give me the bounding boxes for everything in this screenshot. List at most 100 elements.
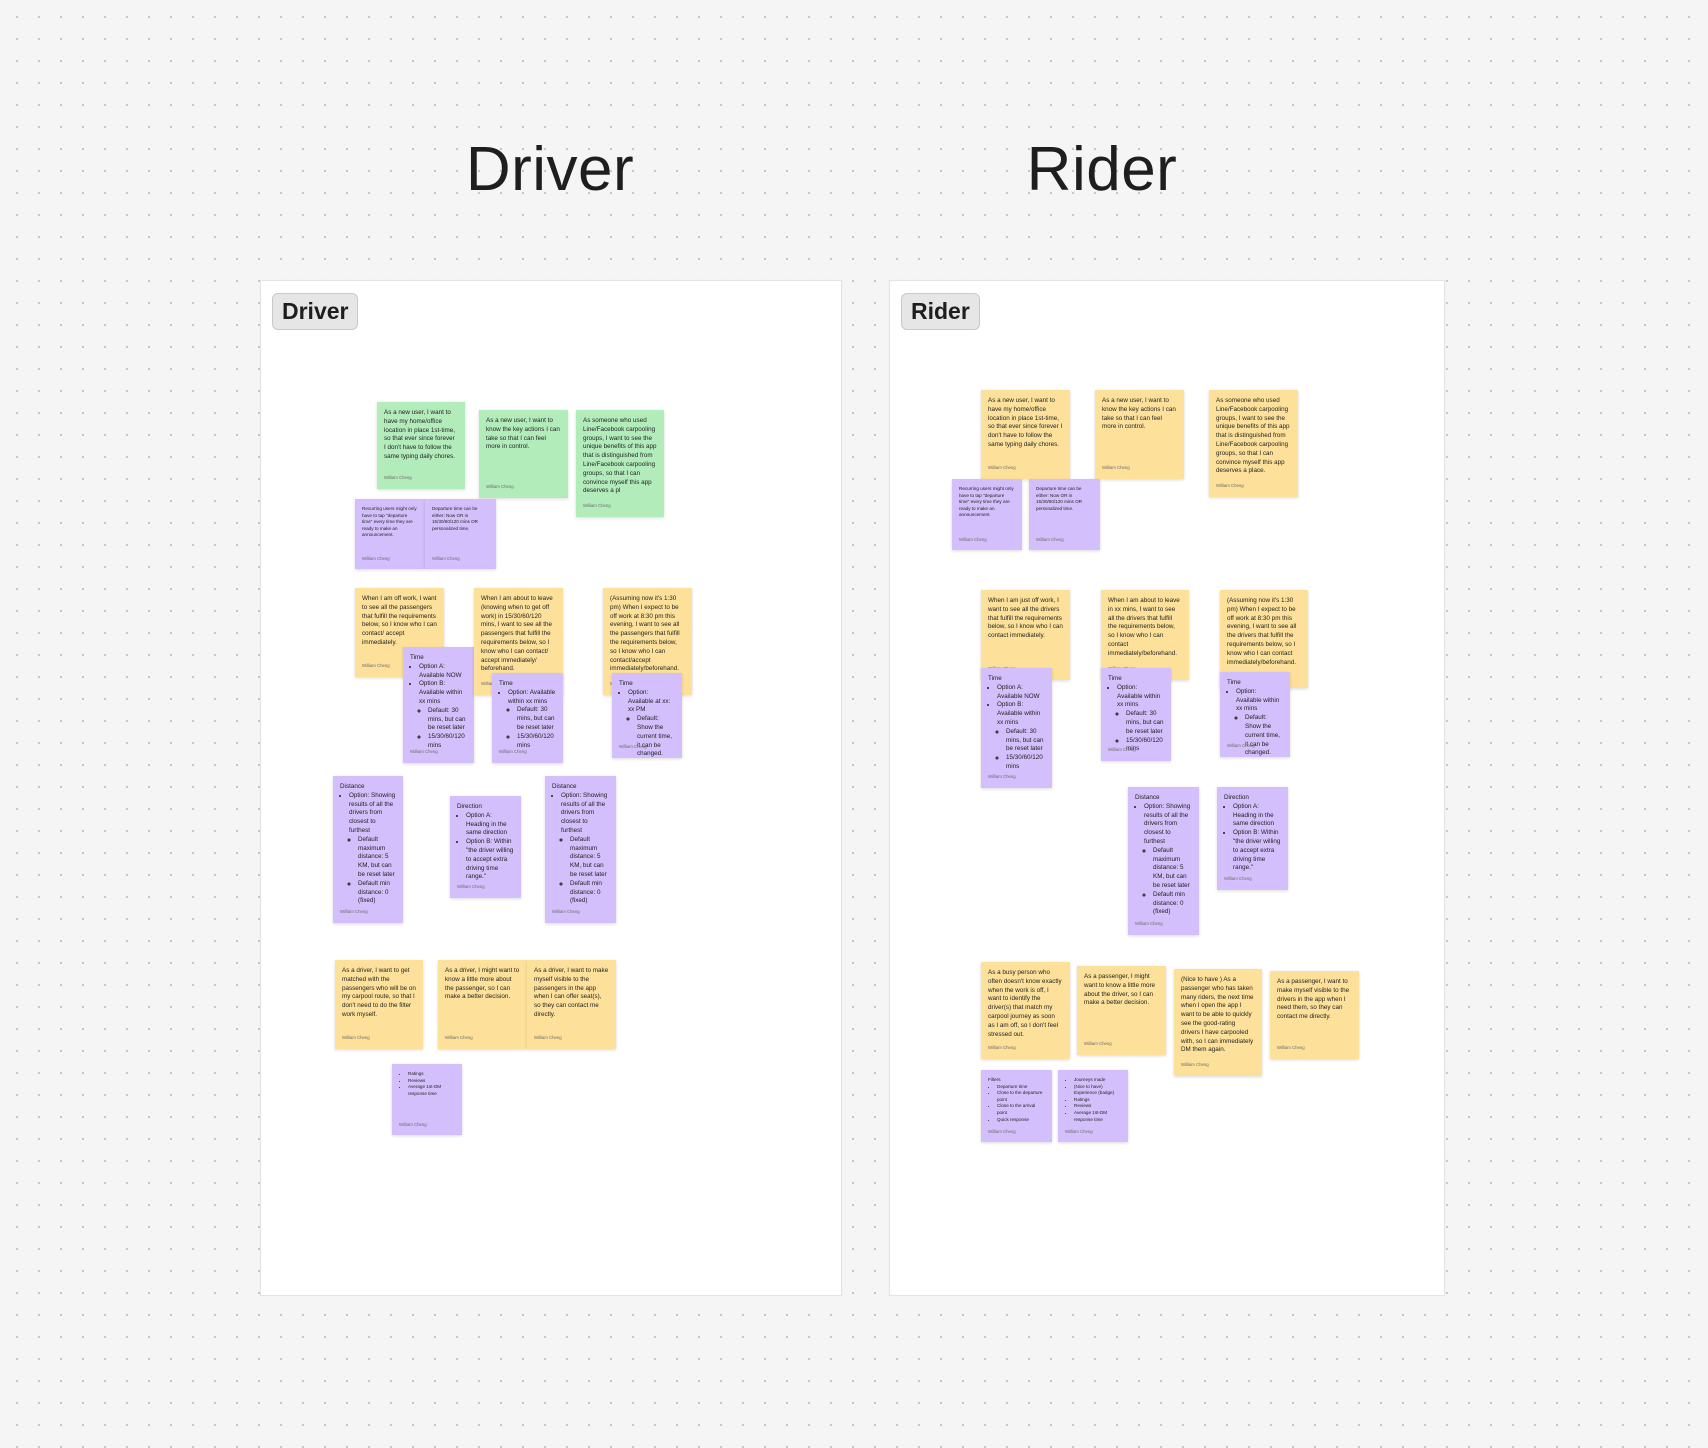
rider-sticky-note[interactable]: DirectionOption A: Heading in the same d… [1217, 787, 1288, 890]
sticky-author: William Cheng [1224, 876, 1252, 882]
driver-sticky-note[interactable]: As a new user, I want to know the key ac… [479, 410, 568, 498]
sticky-bullet-list: Journeys made(Nice to have) Experience (… [1065, 1077, 1121, 1123]
sticky-bullet-item: Default maximum distance: 5 KM, but can … [570, 836, 609, 880]
rider-sticky-note[interactable]: As a passenger, I might want to know a l… [1077, 966, 1166, 1055]
sticky-text: As a new user, I want to have my home/of… [384, 409, 456, 460]
sticky-author: William Cheng [959, 537, 987, 543]
rider-sticky-note[interactable]: (Assuming now it's 1:30 pm) When I expec… [1220, 590, 1308, 688]
driver-sticky-note[interactable]: As a new user, I want to have my home/of… [377, 402, 465, 489]
sticky-text: When I am about to leave in xx mins, I w… [1108, 597, 1180, 657]
driver-sticky-note[interactable]: Departure time can be either: Now OR in … [425, 499, 496, 569]
sticky-author: William Cheng [988, 1129, 1016, 1135]
rider-sticky-note[interactable]: As a new user, I want to have my home/of… [981, 390, 1070, 479]
sticky-bullet-item: Reviews [1074, 1103, 1121, 1110]
driver-section-title: Driver [465, 135, 635, 204]
sticky-author: William Cheng [1216, 483, 1244, 489]
sticky-heading: Time [1227, 679, 1241, 686]
driver-sticky-note[interactable]: TimeOption: Available within xx minsDefa… [492, 673, 563, 763]
sticky-bullet-list: Option: Available at xx: xx PMDefault: S… [619, 689, 675, 758]
rider-sticky-note[interactable]: As someone who used Line/Facebook carpoo… [1209, 390, 1298, 497]
rider-sticky-note[interactable]: DistanceOption: Showing results of all t… [1128, 787, 1199, 935]
sticky-sub-list: Default: 30 mins, but can be reset later… [1117, 710, 1164, 754]
rider-sticky-note[interactable]: Departure time can be either: Now OR in … [1029, 479, 1100, 550]
sticky-bullet-item: Option: Available within xx minsDefault:… [1117, 684, 1164, 754]
sticky-text: Departure time can be either: Now OR in … [432, 506, 478, 531]
sticky-text: As a new user, I want to have my home/of… [988, 397, 1063, 448]
driver-sticky-note[interactable]: DistanceOption: Showing results of all t… [545, 776, 616, 923]
sticky-heading: Distance [340, 783, 365, 790]
sticky-author: William Cheng [340, 909, 368, 915]
sticky-bullet-item: Default maximum distance: 5 KM, but can … [1153, 847, 1192, 891]
sticky-heading: Filters [988, 1077, 1001, 1082]
sticky-author: William Cheng [988, 465, 1016, 471]
sticky-heading: Direction [1224, 794, 1249, 801]
rider-sticky-note[interactable]: TimeOption: Available within xx minsDefa… [1220, 672, 1290, 757]
sticky-heading: Distance [552, 783, 577, 790]
sticky-bullet-item: Option B: Within "the driver willing to … [1233, 829, 1281, 873]
sticky-text: Recurring users might only have to tap "… [362, 506, 417, 538]
sticky-text: When I am about to leave (knowing when t… [481, 595, 553, 673]
rider-sticky-note[interactable]: Recurring users might only have to tap "… [952, 479, 1022, 550]
sticky-sub-list: Default: 30 mins, but can be reset later… [997, 728, 1045, 772]
sticky-heading: Direction [457, 803, 482, 810]
sticky-bullet-item: (Nice to have) Experience (badge) [1074, 1084, 1121, 1097]
driver-sticky-note[interactable]: As a driver, I want to get matched with … [335, 960, 423, 1049]
sticky-bullet-list: Option: Available within xx minsDefault:… [1108, 684, 1164, 754]
sticky-bullet-item: Default: Show the current time, it can b… [1245, 714, 1283, 757]
rider-sticky-note[interactable]: As a new user, I want to know the key ac… [1095, 390, 1184, 479]
rider-sticky-note[interactable]: As a busy person who often doesn't know … [981, 962, 1070, 1059]
sticky-author: William Cheng [362, 663, 390, 669]
sticky-sub-list: Default: 30 mins, but can be reset later… [419, 707, 467, 751]
sticky-author: William Cheng [410, 749, 438, 755]
sticky-heading: Distance [1135, 794, 1160, 801]
sticky-bullet-item: Default min distance: 0 (fixed) [1153, 891, 1192, 917]
sticky-bullet-item: Average 1st-DM response time [408, 1084, 455, 1097]
sticky-author: William Cheng [445, 1035, 473, 1041]
driver-sticky-note[interactable]: As someone who used Line/Facebook carpoo… [576, 410, 664, 517]
sticky-bullet-item: Close to the departure point [997, 1090, 1045, 1103]
driver-sticky-note[interactable]: Recurring users might only have to tap "… [355, 499, 425, 569]
driver-frame-label[interactable]: Driver [272, 293, 359, 330]
driver-sticky-note[interactable]: DirectionOption A: Heading in the same d… [450, 796, 521, 898]
sticky-bullet-item: Option B: Available within xx minsDefaul… [419, 680, 467, 750]
sticky-author: William Cheng [1102, 465, 1130, 471]
sticky-author: William Cheng [1135, 921, 1163, 927]
rider-sticky-note[interactable]: When I am about to leave in xx mins, I w… [1101, 590, 1189, 680]
sticky-author: William Cheng [1277, 1045, 1305, 1051]
rider-sticky-note[interactable]: (Nice to have ) As a passenger who has t… [1174, 969, 1262, 1076]
sticky-bullet-list: Option A: Heading in the same directionO… [457, 812, 514, 882]
sticky-bullet-item: Average 1st-DM response time [1074, 1110, 1121, 1123]
rider-sticky-note[interactable]: TimeOption: Available within xx minsDefa… [1101, 668, 1171, 761]
driver-sticky-note[interactable]: DistanceOption: Showing results of all t… [333, 776, 403, 923]
driver-sticky-note[interactable]: TimeOption: Available at xx: xx PMDefaul… [612, 673, 682, 758]
sticky-bullet-item: Option: Available at xx: xx PMDefault: S… [628, 689, 675, 758]
sticky-author: William Cheng [1108, 747, 1136, 753]
sticky-bullet-item: Option: Available within xx minsDefault:… [1236, 688, 1283, 757]
rider-frame-label[interactable]: Rider [901, 293, 980, 330]
sticky-bullet-item: Default: Show the current time, it can b… [637, 715, 675, 758]
sticky-bullet-list: Option: Showing results of all the drive… [340, 792, 396, 906]
driver-sticky-note[interactable]: RatingsReviewsAverage 1st-DM response ti… [392, 1064, 462, 1135]
sticky-text: (Assuming now it's 1:30 pm) When I expec… [610, 595, 680, 673]
sticky-bullet-item: Option A: Available NOW [997, 684, 1045, 702]
sticky-bullet-item: 15/30/60/120 mins [1126, 737, 1164, 755]
sticky-bullet-item: Reviews [408, 1078, 455, 1085]
rider-sticky-note[interactable]: FiltersDeparture timeClose to the depart… [981, 1070, 1052, 1142]
sticky-bullet-list: Option A: Available NOWOption B: Availab… [410, 663, 467, 751]
sticky-bullet-item: Option: Showing results of all the drive… [1144, 803, 1192, 917]
driver-sticky-note[interactable]: As a driver, I want to make myself visib… [527, 960, 616, 1049]
sticky-bullet-item: Default: 30 mins, but can be reset later [1126, 710, 1164, 736]
sticky-bullet-list: Option A: Available NOWOption B: Availab… [988, 684, 1045, 772]
sticky-sub-list: Default maximum distance: 5 KM, but can … [561, 836, 609, 906]
sticky-bullet-item: Option A: Heading in the same direction [466, 812, 514, 838]
rider-sticky-note[interactable]: As a passenger, I want to make myself vi… [1270, 971, 1359, 1059]
driver-sticky-note[interactable]: TimeOption A: Available NOWOption B: Ava… [403, 647, 474, 763]
rider-sticky-note[interactable]: When I am just off work, I want to see a… [981, 590, 1070, 680]
sticky-bullet-item: Default maximum distance: 5 KM, but can … [358, 836, 396, 880]
sticky-bullet-list: Departure timeClose to the departure poi… [988, 1084, 1045, 1124]
sticky-text: When I am off work, I want to see all th… [362, 595, 437, 646]
rider-sticky-note[interactable]: TimeOption A: Available NOWOption B: Ava… [981, 668, 1052, 788]
sticky-author: William Cheng [1084, 1041, 1112, 1047]
rider-sticky-note[interactable]: Journeys made(Nice to have) Experience (… [1058, 1070, 1128, 1142]
driver-sticky-note[interactable]: As a driver, I might want to know a litt… [438, 960, 527, 1049]
